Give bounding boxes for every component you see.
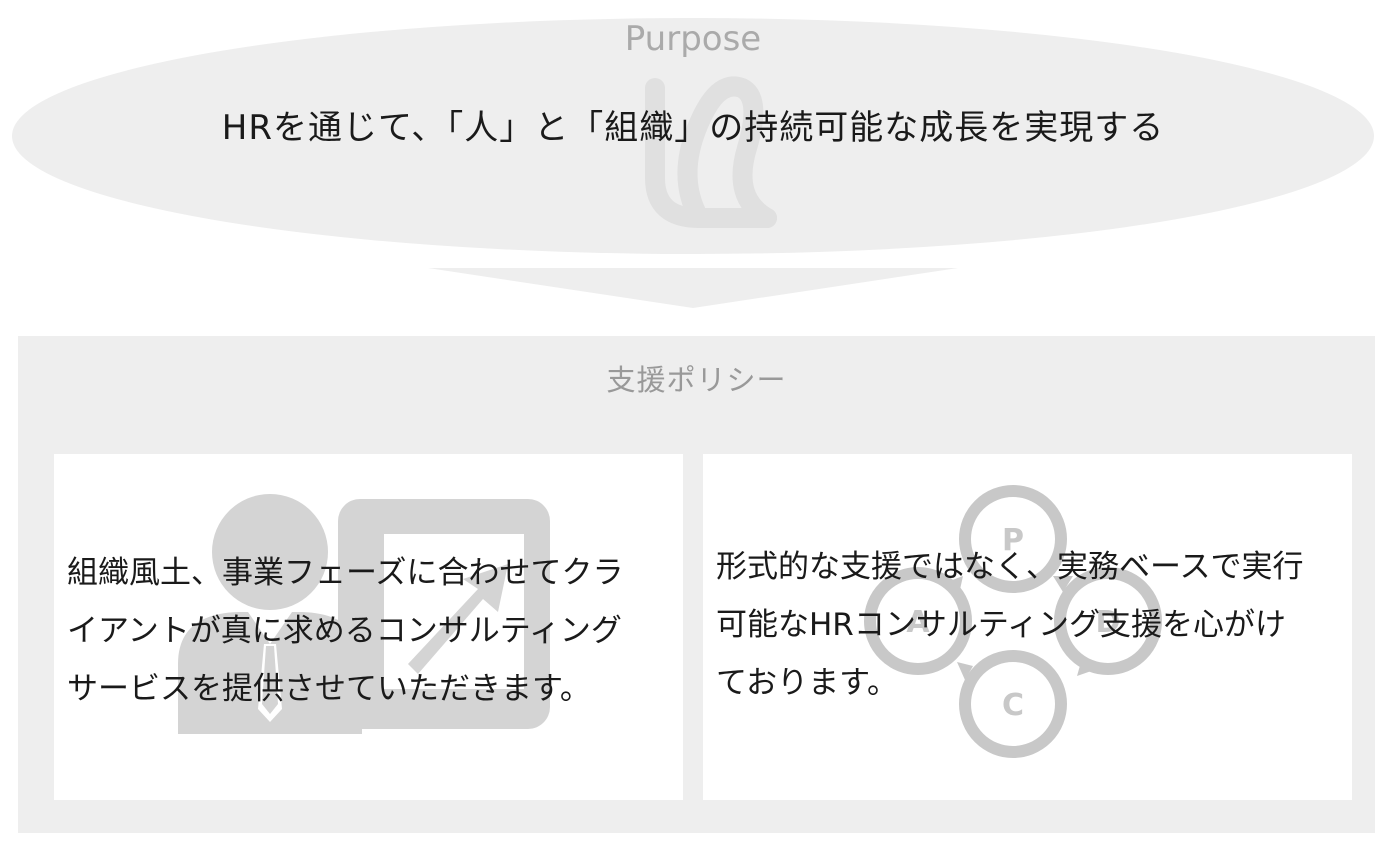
card-text-line: サービスを提供させていただきます。 xyxy=(67,671,591,707)
policy-panel: 支援ポリシー 組織風土、事業フェーズに合わせてクラ イアントが真に求めるコンサル… xyxy=(18,336,1375,833)
policy-card-practical: P D C A 形式的な支援ではなく、実務ベースで実行 可能なHRコンサルティン… xyxy=(703,454,1352,800)
card-text-line: ております。 xyxy=(716,665,898,701)
purpose-statement: HRを通じて、「人」と「組織」の持続可能な成長を実現する xyxy=(221,108,1165,148)
purpose-label: Purpose xyxy=(624,19,762,59)
down-arrow-icon xyxy=(428,268,958,308)
card-text-line: 組織風土、事業フェーズに合わせてクラ xyxy=(67,555,624,591)
card-text-line: 形式的な支援ではなく、実務ベースで実行 xyxy=(716,549,1304,585)
policy-card-client-fit: 組織風土、事業フェーズに合わせてクラ イアントが真に求めるコンサルティング サー… xyxy=(54,454,683,800)
loop-mark-icon xyxy=(645,76,777,228)
card-practical-text: 形式的な支援ではなく、実務ベースで実行 可能なHRコンサルティング支援を心がけ … xyxy=(703,454,1352,712)
card-client-fit-text: 組織風土、事業フェーズに合わせてクラ イアントが真に求めるコンサルティング サー… xyxy=(54,454,683,718)
card-text-line: 可能なHRコンサルティング支援を心がけ xyxy=(716,607,1286,643)
policy-title: 支援ポリシー xyxy=(606,363,787,397)
card-text-line: イアントが真に求めるコンサルティング xyxy=(67,613,622,649)
purpose-section: Purpose HRを通じて、「人」と「組織」の持続可能な成長を実現する xyxy=(12,18,1374,254)
